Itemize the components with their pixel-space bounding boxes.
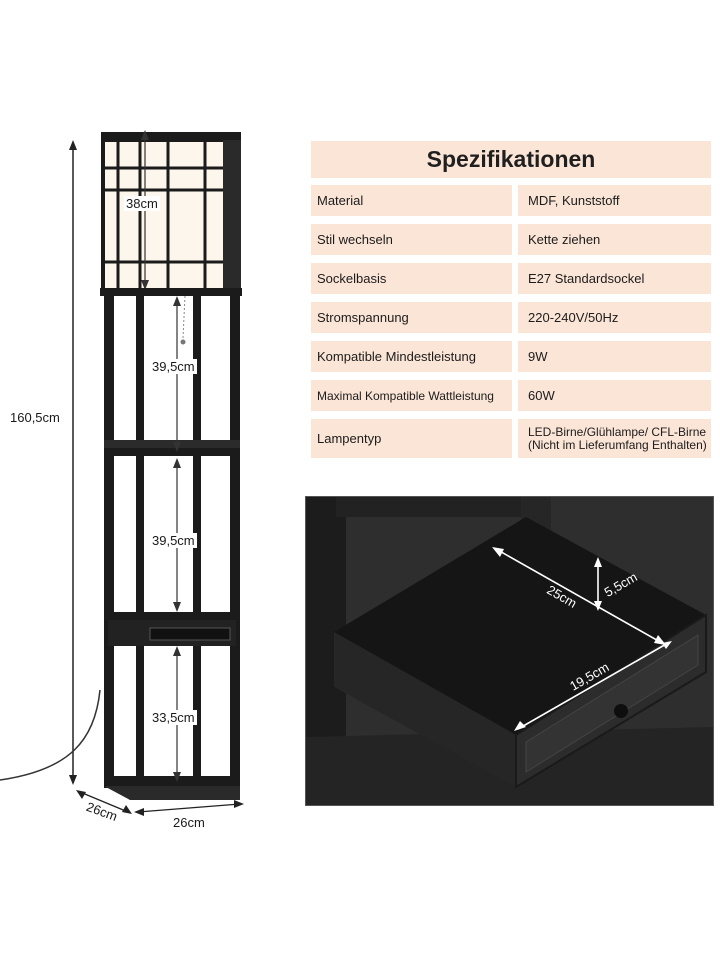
lamp-illustration [0,130,244,816]
spec-row: Kompatible Mindestleistung 9W [311,341,711,372]
shelf3-height-label: 33,5cm [150,710,197,725]
spec-value: 9W [518,341,711,372]
spec-key: Lampentyp [311,419,512,458]
shelf1-height-label: 39,5cm [150,359,197,374]
drawer-drawing [306,497,713,805]
total-height-label: 160,5cm [10,410,60,425]
spec-title: Spezifikationen [311,141,711,178]
spec-key: Kompatible Mindestleistung [311,341,512,372]
spec-row: Stil wechseln Kette ziehen [311,224,711,255]
spec-row: Maximal Kompatible Wattleistung 60W [311,380,711,411]
spec-value: LED-Birne/Glühlampe/ CFL-Birne (Nicht im… [518,419,711,458]
spec-row: Lampentyp LED-Birne/Glühlampe/ CFL-Birne… [311,419,711,458]
spec-key: Stromspannung [311,302,512,333]
drawer-photo: 25cm 5,5cm 19,5cm [305,496,714,806]
spec-row: Stromspannung 220-240V/50Hz [311,302,711,333]
lamp-height-label: 38cm [124,196,160,211]
spec-row: Sockelbasis E27 Standardsockel [311,263,711,294]
width-label: 26cm [173,815,205,830]
spec-value: 60W [518,380,711,411]
spec-value: Kette ziehen [518,224,711,255]
spec-key: Material [311,185,512,216]
spec-row: Material MDF, Kunststoff [311,185,711,216]
spec-key: Stil wechseln [311,224,512,255]
spec-value: E27 Standardsockel [518,263,711,294]
shelf2-height-label: 39,5cm [150,533,197,548]
spec-value: 220-240V/50Hz [518,302,711,333]
spec-key: Sockelbasis [311,263,512,294]
spec-value: MDF, Kunststoff [518,185,711,216]
spec-key: Maximal Kompatible Wattleistung [311,380,512,411]
